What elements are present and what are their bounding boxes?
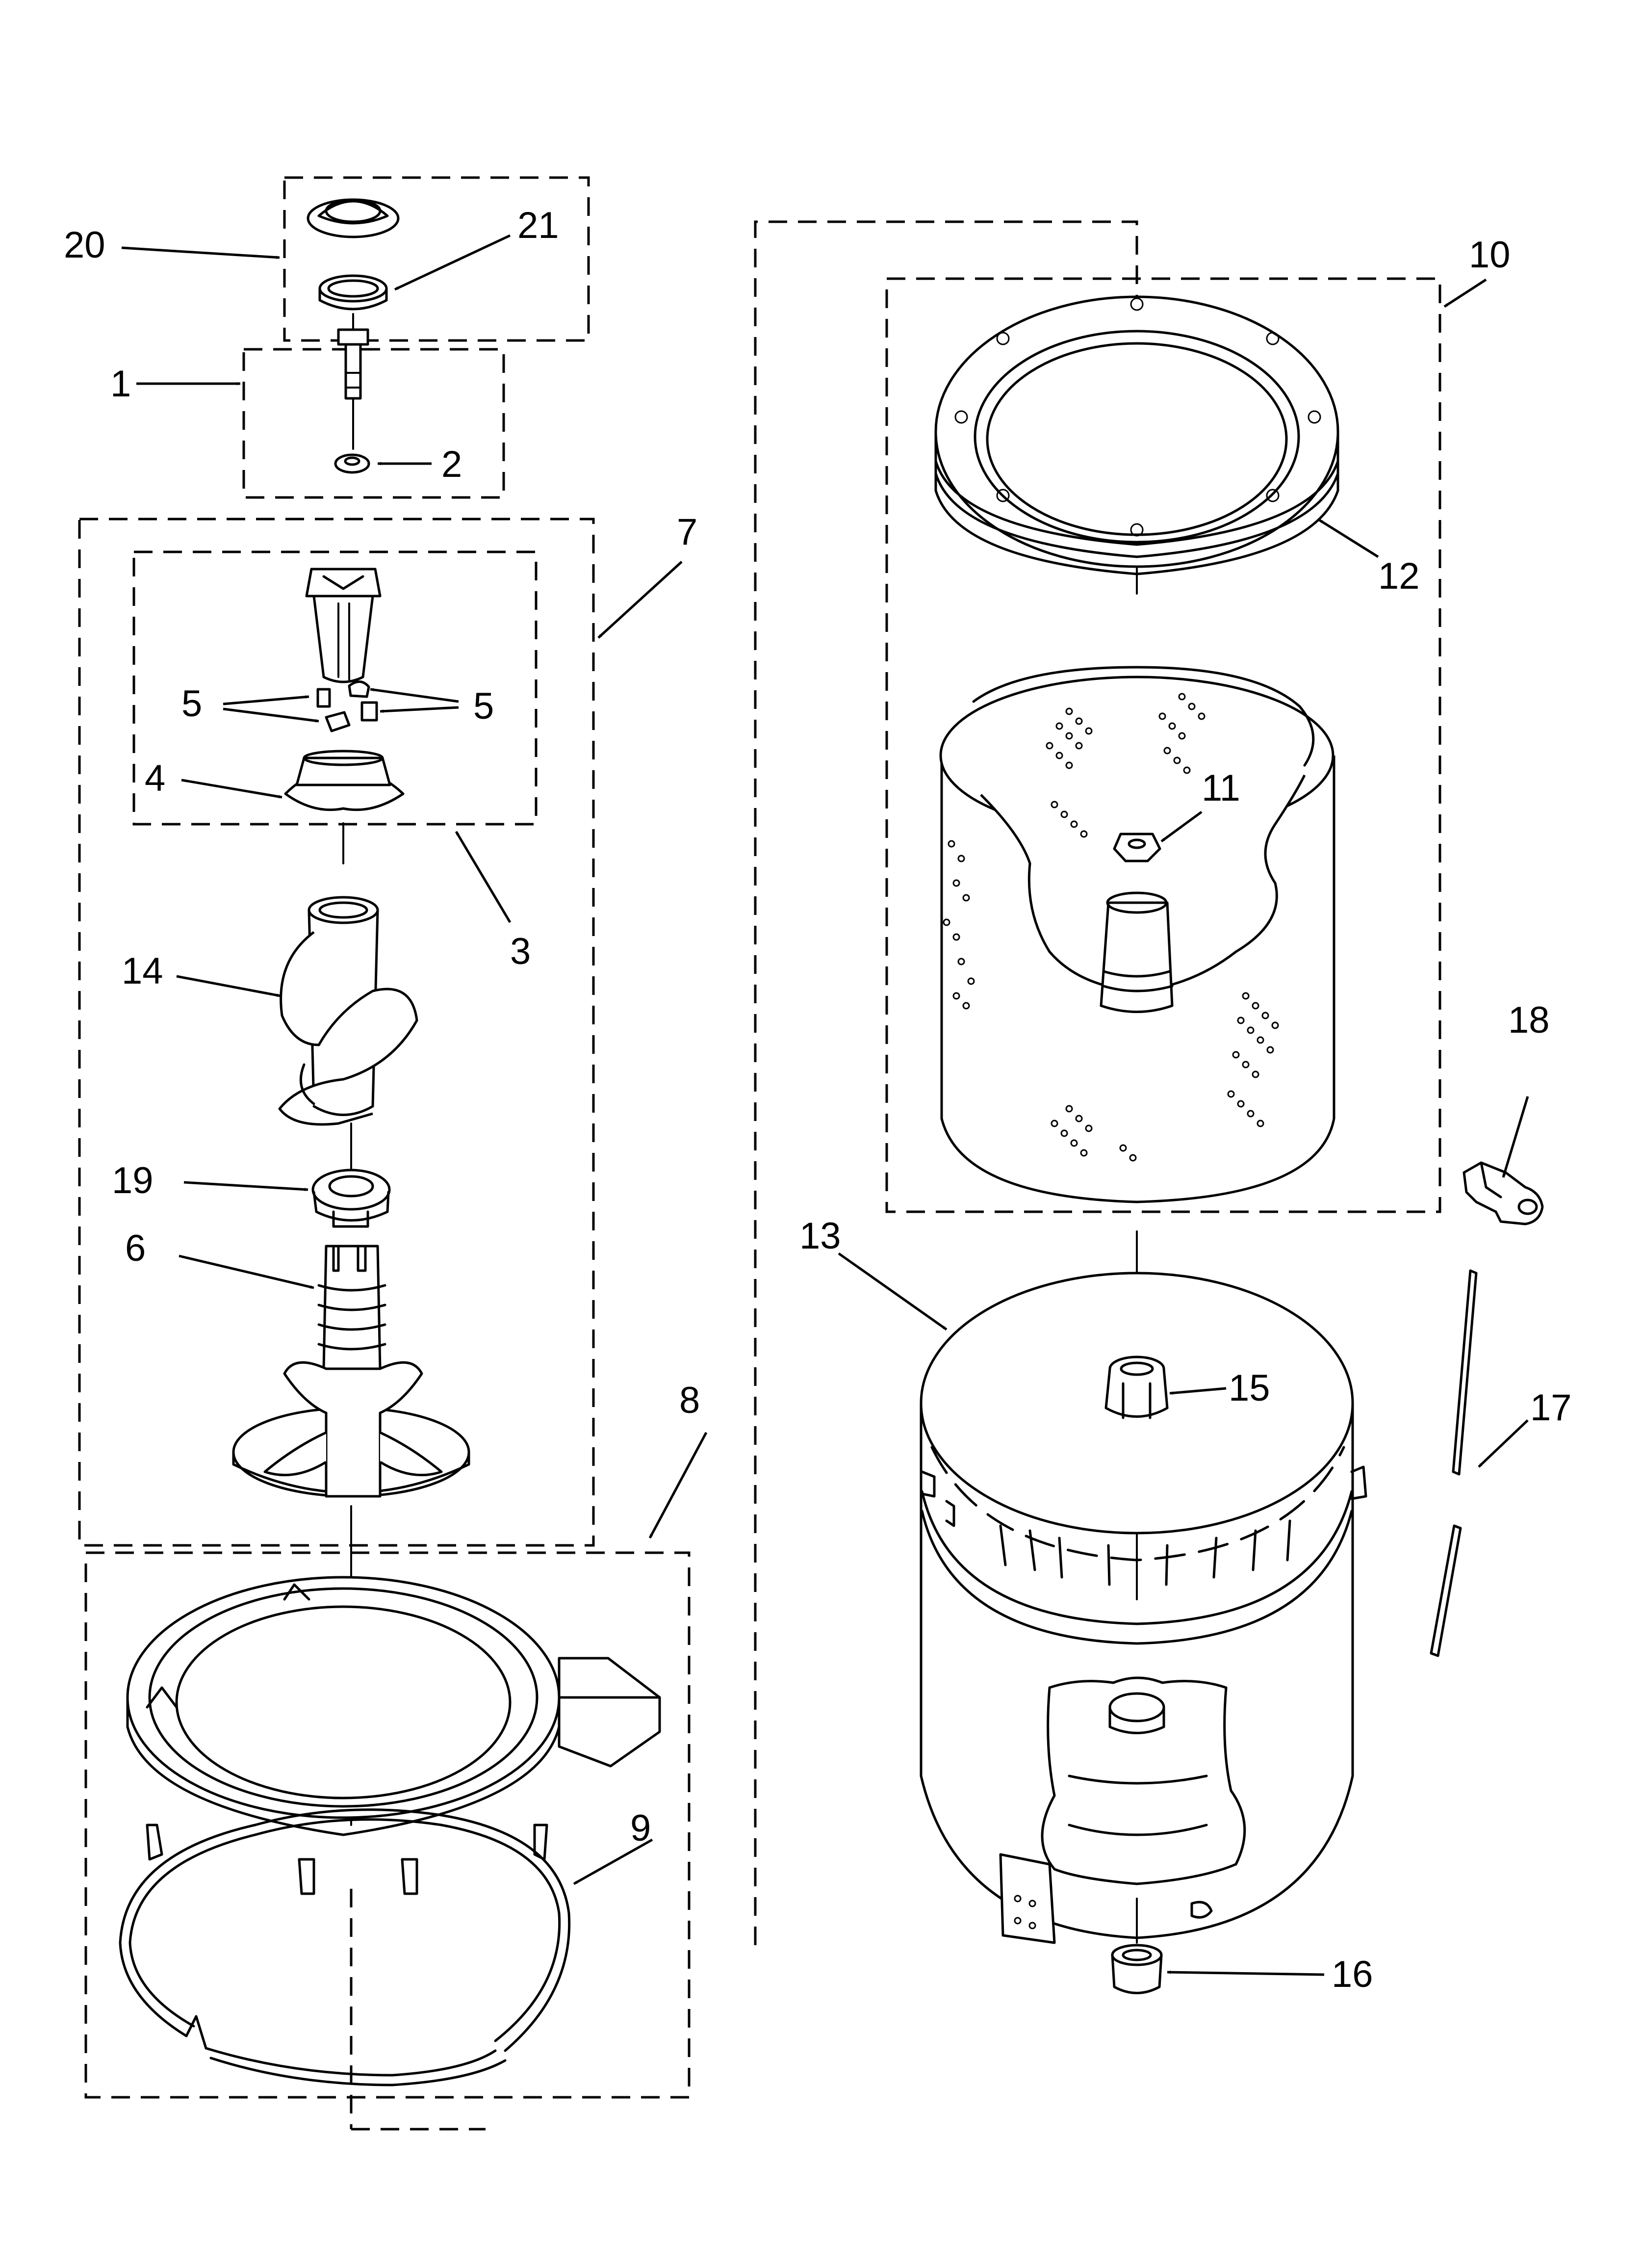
callout-12: 12 (1378, 555, 1420, 597)
callout-5-left: 5 (181, 683, 202, 725)
group-box-3 (132, 550, 538, 826)
callout-21: 21 (517, 205, 559, 246)
callout-20: 20 (64, 224, 105, 266)
leader-arrows (121, 234, 1529, 1976)
callout-3: 3 (510, 931, 531, 972)
part-12-balance-ring (934, 295, 1339, 575)
callout-8: 8 (679, 1380, 700, 1421)
callout-5-right: 5 (473, 685, 494, 727)
callout-9: 9 (630, 1807, 651, 1849)
callout-labels: 20 21 1 2 7 5 5 4 3 14 19 6 8 9 10 12 11… (64, 205, 1572, 1995)
part-6-agitator-base (232, 1245, 470, 1498)
group-box-1 (242, 348, 505, 499)
part-14-auger (278, 896, 418, 1126)
callout-10: 10 (1469, 234, 1511, 276)
part-2-washer (334, 453, 370, 474)
callout-18: 18 (1508, 999, 1550, 1041)
callout-19: 19 (112, 1160, 154, 1201)
callout-2: 2 (441, 443, 462, 485)
callout-4: 4 (145, 757, 165, 799)
callout-17: 17 (1530, 1387, 1572, 1429)
part-20-cap (307, 198, 400, 238)
part-18-clip (1462, 1161, 1544, 1225)
group-box-8 (84, 1551, 691, 2099)
part-9-spring-ring (119, 1808, 571, 2086)
callout-15: 15 (1229, 1367, 1270, 1409)
part-13-outer-tub (920, 1272, 1367, 1944)
callout-6: 6 (125, 1227, 146, 1269)
group-box-7 (78, 518, 595, 1547)
callout-16: 16 (1332, 1954, 1373, 1995)
part-16-bushing (1111, 1944, 1163, 1994)
part-19-spline (311, 1169, 391, 1228)
callout-14: 14 (122, 950, 163, 992)
part-1-bolt (337, 328, 369, 400)
part-5-dogs (316, 680, 378, 732)
part-4-cam-base (284, 750, 405, 811)
callout-11: 11 (1202, 767, 1240, 809)
group-box-10 (885, 277, 1441, 1213)
part-17-hose (1430, 1269, 1478, 1657)
group-box-20-21 (283, 176, 590, 342)
callout-1: 1 (110, 363, 131, 405)
basket-perforations (943, 693, 1279, 1162)
callout-13: 13 (799, 1215, 841, 1257)
part-11-nut (1113, 833, 1161, 862)
part-21-ring (318, 274, 388, 311)
part-10-basket (939, 666, 1335, 1203)
group-boxes (78, 176, 1441, 2099)
part-15-hub (1104, 1356, 1169, 1419)
part-3-agitator-cam (305, 568, 382, 683)
part-8-tub-ring (126, 1576, 661, 1895)
callout-7: 7 (677, 511, 697, 553)
